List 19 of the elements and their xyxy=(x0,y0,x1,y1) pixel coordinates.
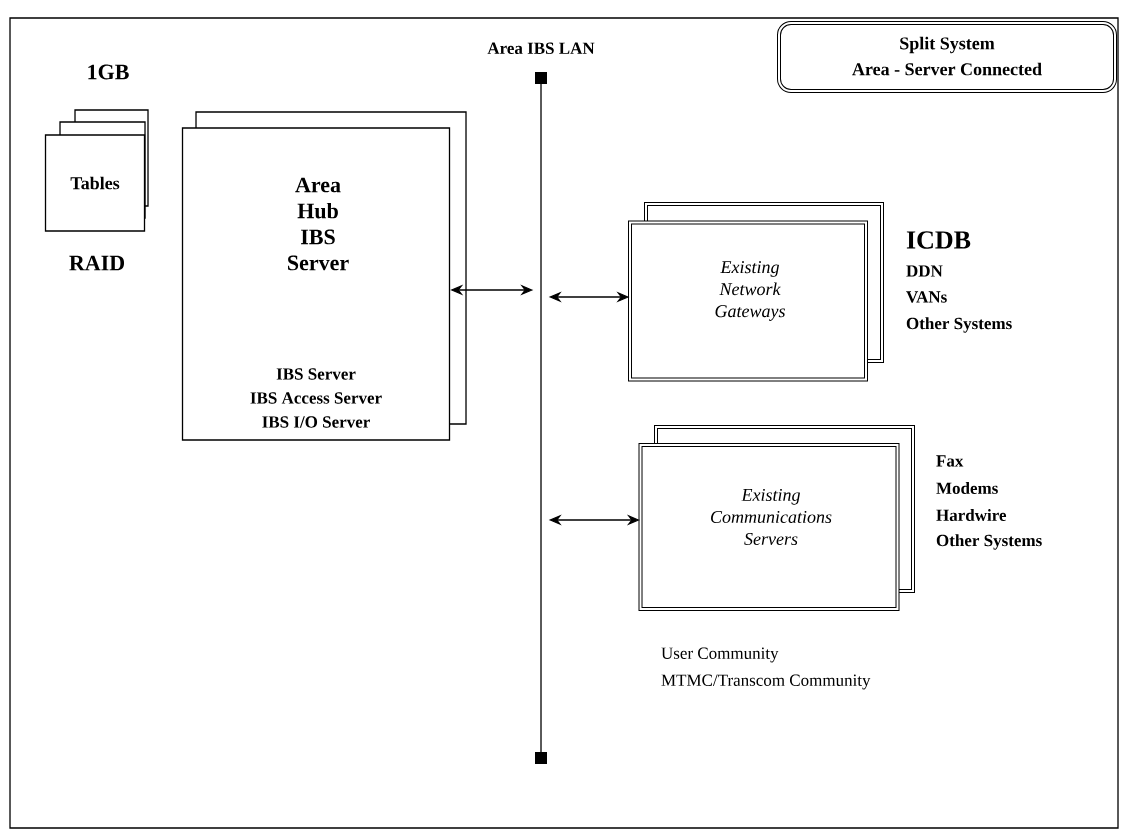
side-label: VANs xyxy=(906,291,947,303)
side-label: ICDB xyxy=(906,231,971,249)
side-label: 1GB xyxy=(88,64,129,80)
side-label: Hardwire xyxy=(936,509,1007,521)
side-label: Other Systems xyxy=(936,534,1042,550)
disk-stack: Tables xyxy=(44,109,149,232)
title-box: Split System Area - Server Connected xyxy=(777,21,1117,93)
side-label: RAID xyxy=(69,255,125,271)
side-label: DDN xyxy=(906,265,943,277)
note-text: MTMC/Transcom Community xyxy=(661,674,871,690)
server-box: Area Hub IBS Server IBS Server IBS Access Server IBS I/O Server xyxy=(181,111,467,441)
server-box: Existing Communications Servers xyxy=(638,425,915,611)
lan-bus: Area IBS LAN xyxy=(487,42,595,764)
side-label: Fax xyxy=(936,455,964,467)
side-label: Other Systems xyxy=(906,317,1012,333)
side-label: Modems xyxy=(936,482,998,494)
gateway-box: Existing Network Gateways xyxy=(628,202,884,382)
note-text: User Community xyxy=(661,647,779,663)
node-label: Area IBS LAN xyxy=(487,42,595,55)
